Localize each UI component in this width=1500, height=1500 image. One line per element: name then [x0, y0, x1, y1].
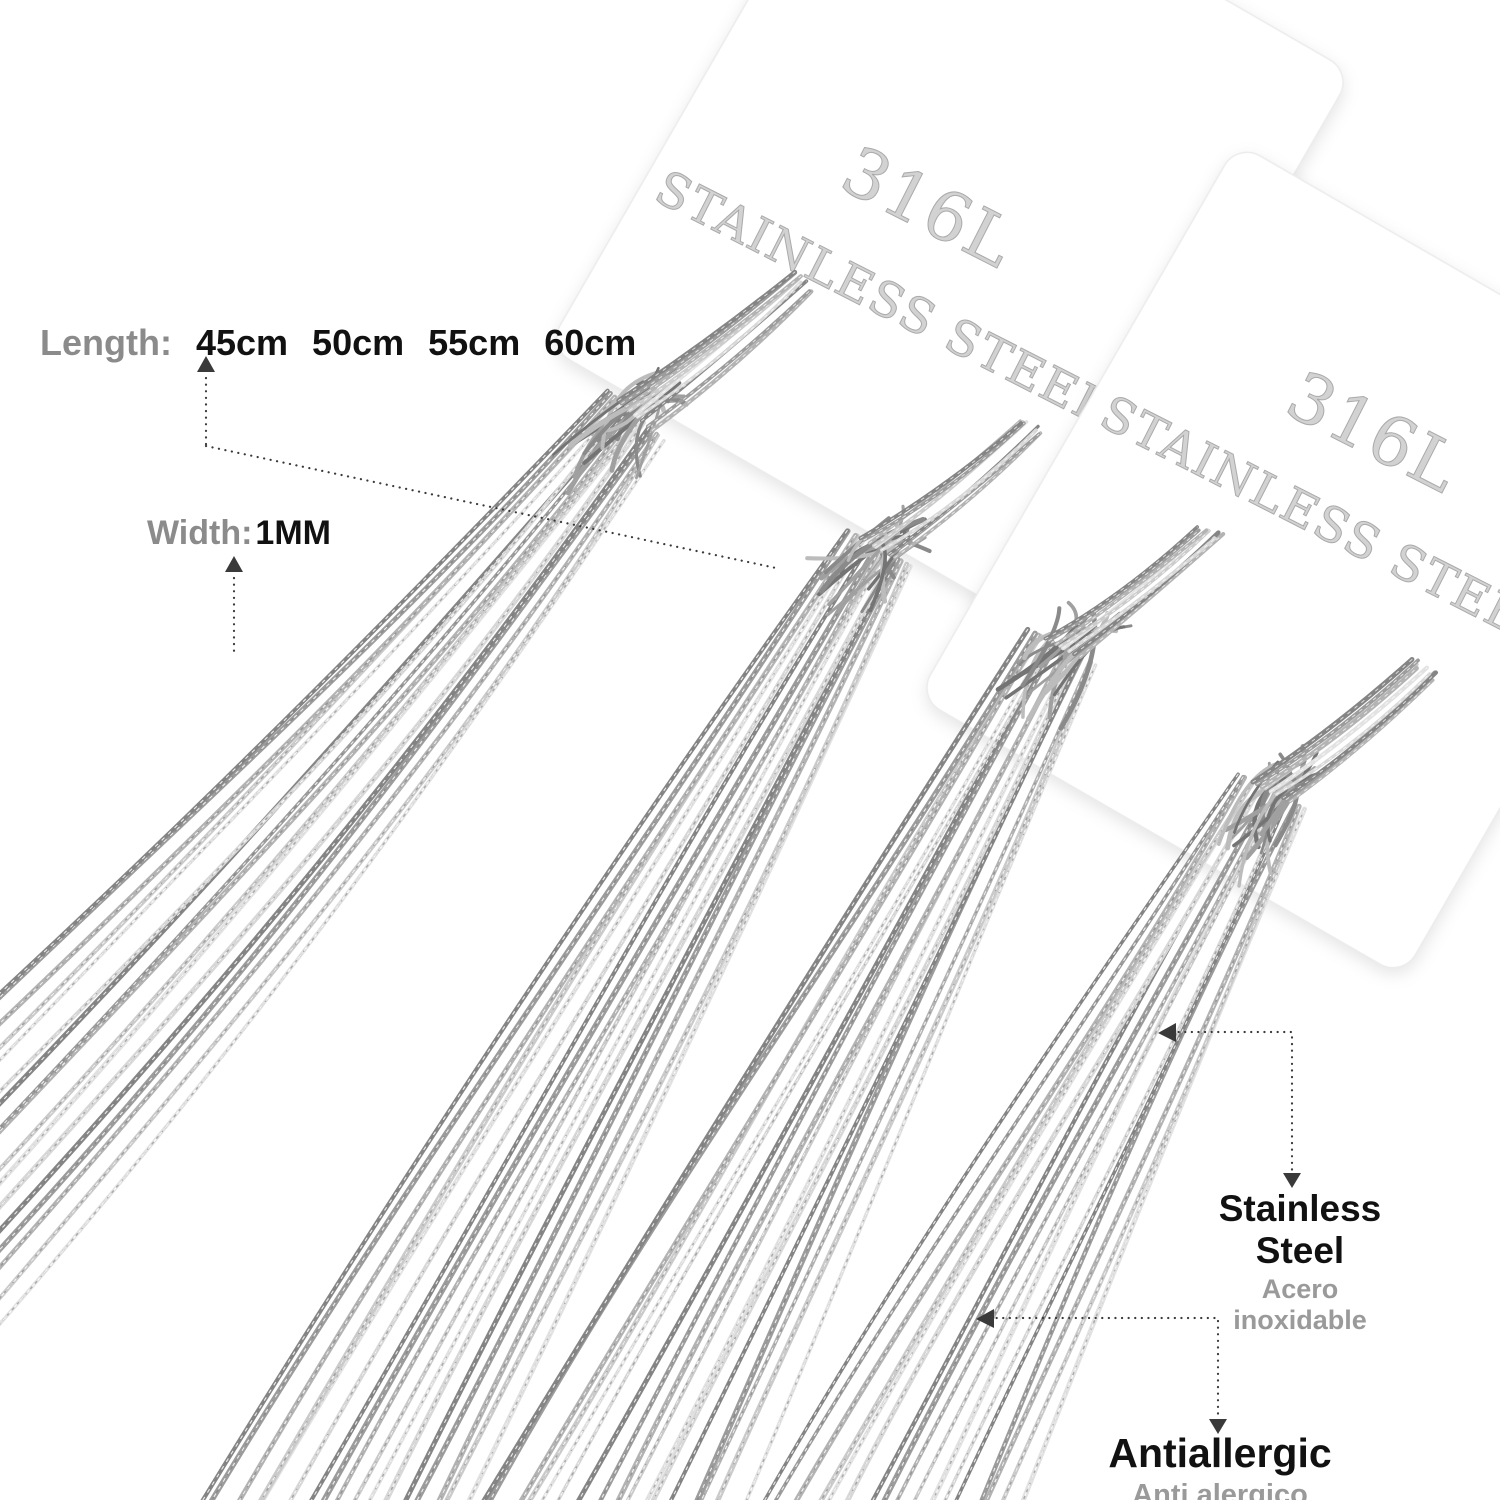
stainless-arrow-chain-icon — [1158, 1023, 1176, 1042]
chain-bundle-1 — [0, 269, 814, 1327]
length-prefix: Length: — [40, 322, 172, 363]
length-value-3: 55cm — [428, 322, 521, 363]
width-label: Width:1MM — [147, 514, 331, 553]
stainless-subtitle: Acero inoxidable — [1233, 1274, 1367, 1335]
length-arrow-icon — [197, 356, 215, 372]
stainless-title: Stainless Steel — [1218, 1188, 1382, 1271]
display-card-2: 316L STAINLESS STEEL — [926, 151, 1500, 969]
stainless-leader — [1170, 1030, 1294, 1178]
length-value-2: 50cm — [312, 322, 405, 363]
antiallergic-subtitle: Anti alergico — [1132, 1479, 1308, 1500]
length-value-4: 60cm — [544, 322, 637, 363]
antiallergic-arrow-chain-icon — [976, 1309, 994, 1328]
display-card-1: 316L STAINLESS STEEL — [556, 0, 1344, 619]
chain-bundle-3 — [481, 525, 1226, 1500]
antiallergic-leader — [988, 1316, 1220, 1424]
length-label: Length: 45cm 50cm 55cm 60cm — [40, 322, 636, 364]
width-prefix: Width: — [147, 514, 253, 552]
width-arrow-icon — [225, 556, 243, 572]
chain-bundle-2 — [200, 419, 1043, 1500]
antiallergic-callout: Antiallergic Anti alergico — [1108, 1430, 1331, 1500]
card-2-shape — [926, 151, 1500, 969]
stainless-arrow-label-icon — [1283, 1173, 1301, 1188]
length-value-1: 45cm — [195, 322, 289, 363]
antiallergic-title: Antiallergic — [1108, 1430, 1332, 1476]
length-leader-diagonal — [204, 444, 778, 570]
antiallergic-arrow-label-icon — [1209, 1419, 1227, 1434]
stainless-steel-callout: Stainless Steel Acero inoxidable — [1200, 1188, 1400, 1336]
width-value: 1MM — [255, 514, 331, 552]
leader-lines — [197, 356, 1301, 1434]
chain-bundle-4 — [762, 656, 1438, 1500]
